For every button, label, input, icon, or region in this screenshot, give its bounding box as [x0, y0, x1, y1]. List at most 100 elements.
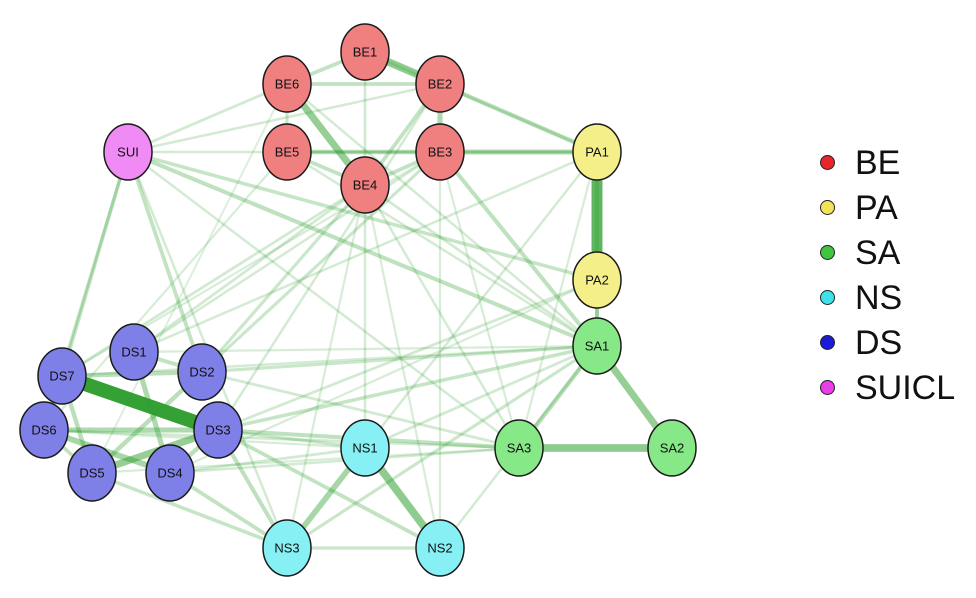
node-ds6: DS6	[19, 401, 69, 459]
node-label: PA2	[585, 273, 609, 288]
node-label: SUI	[117, 145, 139, 160]
node-ds4: DS4	[145, 444, 195, 502]
node-circle	[340, 23, 390, 81]
legend-label: SA	[855, 233, 901, 272]
node-label: SA3	[507, 441, 532, 456]
legend-label: BE	[855, 143, 901, 182]
node-circle	[415, 55, 465, 113]
node-circle	[109, 323, 159, 381]
node-circle	[19, 401, 69, 459]
edge-ds2-be4	[200, 183, 367, 374]
edge-ds6-sa3	[43, 428, 520, 450]
node-circle	[67, 444, 117, 502]
node-ds3: DS3	[193, 401, 243, 459]
legend-dot-icon	[820, 245, 835, 260]
node-circle	[494, 419, 544, 477]
edge-ds2-sa3	[201, 370, 520, 450]
node-circle	[262, 519, 312, 577]
node-label: DS7	[49, 369, 74, 384]
node-label: SA1	[585, 339, 610, 354]
node-circle	[572, 251, 622, 309]
node-circle	[415, 123, 465, 181]
edge-ds2-be3	[200, 150, 442, 374]
node-ns3: NS3	[262, 519, 312, 577]
node-be5: BE5	[262, 123, 312, 181]
node-ns2: NS2	[415, 519, 465, 577]
edge-ds5-ns3	[91, 471, 288, 550]
legend-dot-icon	[820, 290, 835, 305]
edge-sui-sa1	[127, 150, 598, 348]
legend-dot-icon	[820, 200, 835, 215]
edge-be3-sa3	[438, 151, 521, 449]
node-label: DS5	[79, 466, 104, 481]
node-be2: BE2	[415, 55, 465, 113]
legend-item-sui: SUICL	[820, 365, 955, 410]
legend-item-ds: DS	[820, 320, 955, 365]
legend-label: DS	[855, 323, 903, 362]
edge-sui-pa2	[127, 150, 598, 282]
node-ds2: DS2	[177, 343, 227, 401]
edge-be6-sa1	[286, 83, 598, 347]
edge-ns3-sa1	[286, 344, 598, 550]
node-circle	[340, 419, 390, 477]
legend-item-pa: PA	[820, 185, 955, 230]
node-circle	[262, 123, 312, 181]
edge-be4-ns2	[363, 184, 442, 549]
edge-ns1-sa1	[364, 344, 598, 450]
legend-item-ns: NS	[820, 275, 955, 320]
edge-be1-pa1	[364, 50, 598, 154]
legend-label: SUICL	[855, 368, 956, 407]
edge-ds3-be2	[216, 83, 442, 431]
edge-ds7-ds3	[59, 369, 221, 437]
edge-ds3-ns2	[217, 428, 441, 550]
edge-sui-ds2	[126, 151, 204, 373]
edge-be4-sa1	[364, 183, 598, 348]
node-label: DS1	[121, 345, 146, 360]
node-be4: BE4	[340, 156, 390, 214]
node-label: DS6	[31, 423, 56, 438]
node-sa2: SA2	[647, 419, 697, 477]
node-label: BE4	[353, 178, 378, 193]
edge-ds1-pa1	[133, 150, 598, 354]
edge-be3-sa1	[438, 150, 599, 348]
edge-pa1-sa3	[517, 151, 599, 449]
node-label: BE1	[353, 45, 378, 60]
node-circle	[647, 419, 697, 477]
node-circle	[572, 123, 622, 181]
node-label: BE2	[428, 77, 453, 92]
node-circle	[415, 519, 465, 577]
node-pa1: PA1	[572, 123, 622, 181]
edge-ds3-sa1	[217, 344, 598, 432]
edge-be2-pa1	[439, 81, 598, 155]
node-label: DS3	[205, 423, 230, 438]
edge-sui-be6	[127, 82, 288, 154]
edge-ds3-pa2	[217, 278, 598, 432]
legend-dot-icon	[820, 335, 835, 350]
legend-dot-icon	[820, 155, 835, 170]
node-label: NS1	[352, 441, 377, 456]
node-be6: BE6	[262, 55, 312, 113]
node-be1: BE1	[340, 23, 390, 81]
edge-ds4-ns1	[169, 446, 366, 475]
edge-ds1-be4	[133, 183, 366, 354]
legend-item-be: BE	[820, 140, 955, 185]
node-circle	[145, 444, 195, 502]
node-ds5: DS5	[67, 444, 117, 502]
node-circle	[177, 343, 227, 401]
node-circle	[103, 123, 153, 181]
node-label: BE6	[275, 77, 300, 92]
legend-item-sa: SA	[820, 230, 955, 275]
node-ds1: DS1	[109, 323, 159, 381]
node-pa2: PA2	[572, 251, 622, 309]
edge-ns1-pa1	[364, 151, 598, 449]
node-label: NS3	[274, 541, 299, 556]
edge-ns3-be4	[285, 184, 367, 549]
node-label: NS2	[427, 541, 452, 556]
edge-be4-sa3	[363, 184, 521, 449]
edge-sui-be2	[127, 82, 441, 154]
edge-sui-sa3	[127, 151, 520, 449]
node-label: DS4	[157, 466, 182, 481]
edge-sui-ds7	[60, 151, 130, 377]
